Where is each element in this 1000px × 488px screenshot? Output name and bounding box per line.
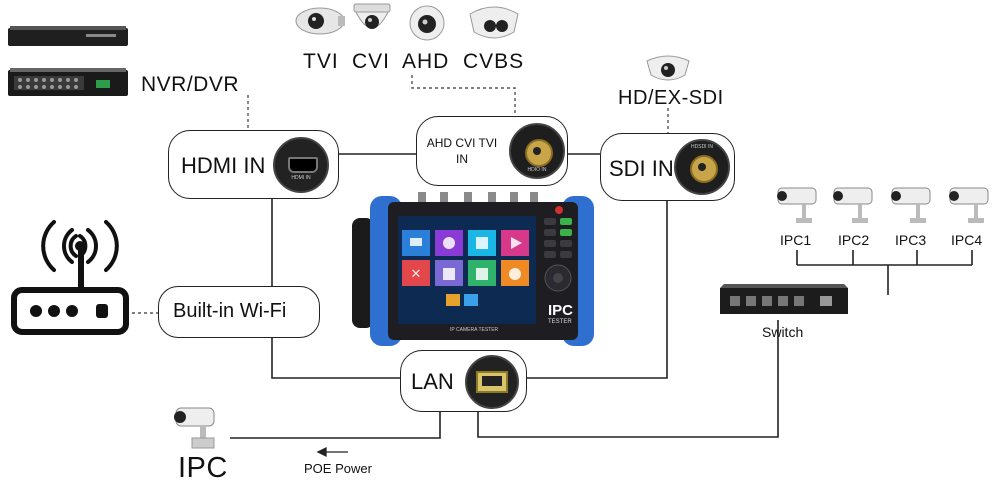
tvi-label: TVI (303, 50, 339, 73)
ipc3-label: IPC3 (895, 232, 927, 248)
ipc4-camera-icon (949, 187, 989, 223)
hdmi-in-label: HDMI IN (181, 153, 266, 178)
ipc1-label: IPC1 (780, 232, 812, 248)
line-lan-ipc (230, 411, 441, 439)
sdi-port-label: HDSDI IN (691, 144, 713, 150)
hdmi-port-label: HDMI IN (291, 175, 311, 181)
ahd-camera-icon (409, 5, 445, 41)
wifi-box: Built-in Wi-Fi (158, 286, 320, 338)
cvbs-label: CVBS (463, 50, 525, 73)
sdi-port-icon: HDSDI IN (674, 139, 730, 195)
bnc-port-icon: HDIO IN (509, 123, 565, 179)
poe-power-label: POE Power (304, 461, 372, 476)
line-hdmi-lan (271, 198, 400, 379)
line-lan-switch (477, 320, 779, 438)
ipc1-camera-icon (777, 187, 817, 223)
ipc-camera-row (777, 187, 989, 223)
cvi-label: CVI (352, 50, 391, 73)
hdmi-port-icon: HDMI IN (273, 137, 329, 193)
ipc4-label: IPC4 (951, 232, 983, 248)
wifi-label: Built-in Wi-Fi (173, 300, 287, 322)
ipc-label: IPC (178, 452, 228, 484)
ipc3-camera-icon (891, 187, 931, 223)
lan-label: LAN (411, 369, 454, 394)
network-switch-icon (720, 284, 848, 314)
nvr-dvr-label: NVR/DVR (141, 73, 240, 96)
ipc-tester-device: ✕ IPC TESTER IP CAMERA TESTER (352, 188, 596, 348)
svg-text:✕: ✕ (411, 267, 422, 282)
line-sdi-lan (526, 198, 668, 379)
sdi-camera-icon (646, 55, 690, 81)
hdmi-in-box: HDMI IN HDMI IN (168, 130, 339, 199)
lan-port-icon (465, 355, 519, 409)
device-bottom-label: IP CAMERA TESTER (450, 327, 499, 333)
analog-in-label: AHD CVI TVI IN (426, 136, 498, 166)
ipc2-label: IPC2 (838, 232, 870, 248)
sdi-in-box: SDI IN HDSDI IN (600, 133, 735, 201)
device-sub-label: TESTER (548, 319, 572, 325)
analog-in-box: AHD CVI TVI IN HDIO IN (416, 116, 568, 186)
switch-label: Switch (762, 324, 804, 340)
poe-arrow (316, 446, 348, 458)
tvi-camera-icon (295, 7, 345, 35)
ipc-bullet-camera-icon (174, 407, 215, 449)
device-brand-label: IPC (548, 302, 574, 319)
nvr-dvr-icon (8, 26, 128, 96)
ahd-label: AHD (402, 50, 450, 73)
cvbs-camera-icon (469, 6, 519, 39)
ipc2-camera-icon (833, 187, 873, 223)
router-icon (11, 220, 129, 335)
hd-ex-sdi-label: HD/EX-SDI (618, 87, 724, 109)
tester-device-graphic: ✕ (352, 192, 594, 346)
dotted-cameras-analog (411, 75, 516, 118)
bnc-port-label: HDIO IN (527, 167, 547, 173)
cvi-camera-icon (353, 3, 391, 29)
lan-box: LAN (400, 350, 527, 412)
sdi-in-label: SDI IN (609, 156, 674, 181)
